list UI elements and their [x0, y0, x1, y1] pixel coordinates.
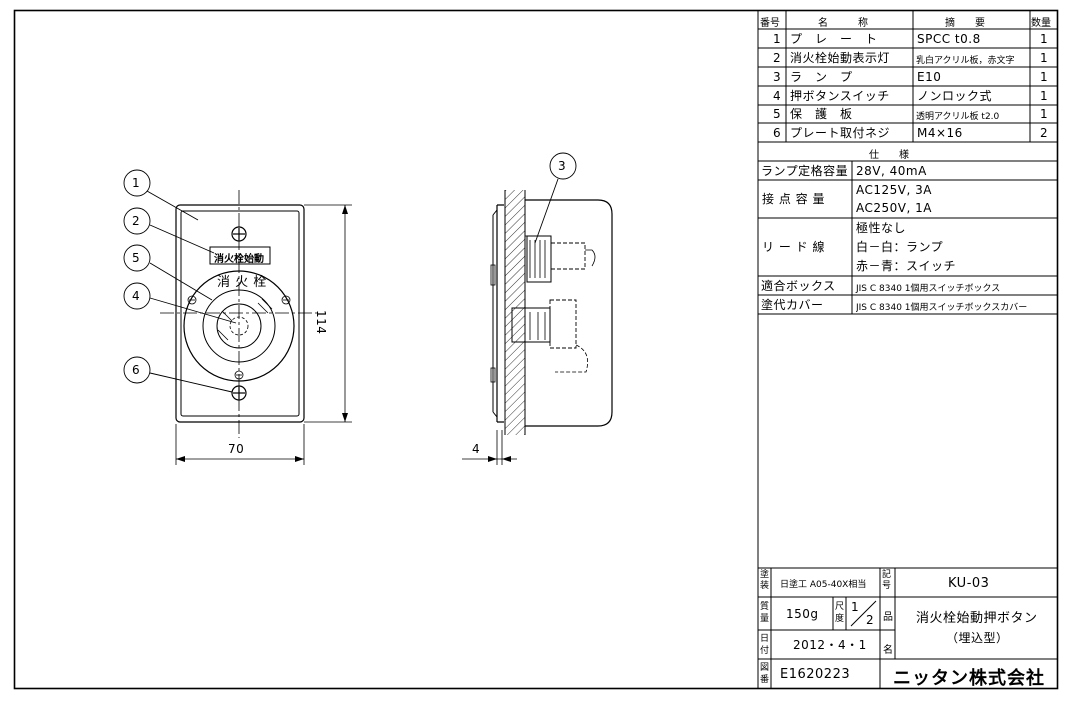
drawing-number: E1620223	[780, 667, 851, 682]
table-grid	[757, 10, 1057, 689]
lead-value-1: 極性なし	[856, 221, 907, 235]
mass-value: 150g	[786, 607, 819, 621]
scale-denominator: 2	[866, 613, 875, 627]
box-value: JIS C 8340 1個用スイッチボックス	[856, 284, 1001, 294]
row-5-qty: 1	[1040, 107, 1049, 121]
row-3-qty: 1	[1040, 70, 1049, 84]
box-label: 適合ボックス	[761, 279, 836, 293]
row-4-no: 4	[773, 89, 782, 103]
lamp-rating-label: ランプ定格容量	[761, 164, 849, 178]
company-logo: ニッタン株式会社	[893, 668, 1045, 689]
contact-value-2: AC250V, 1A	[856, 201, 932, 215]
contact-label: 接 点 容 量	[762, 192, 825, 206]
row-5-summary: 透明アクリル板 t2.0	[916, 112, 1000, 122]
callout-leaders	[123, 152, 577, 393]
row-5-name: 保 護 板	[790, 107, 853, 121]
name-label: 名	[883, 645, 893, 656]
dim-depth-label: 4	[472, 442, 481, 456]
product-label: 品	[883, 612, 893, 623]
lamp-rating-value: 28V, 40mA	[856, 164, 927, 178]
row-4-name: 押ボタンスイッチ	[790, 89, 890, 103]
header-no: 番号	[760, 18, 780, 29]
row-2-no: 2	[773, 51, 782, 65]
contact-value-1: AC125V, 3A	[856, 183, 932, 197]
row-3-summary: E10	[917, 70, 942, 84]
row-2-summary: 乳白アクリル板，赤文字	[916, 56, 1015, 66]
row-4-summary: ノンロック式	[917, 89, 993, 103]
row-4-qty: 1	[1040, 89, 1049, 103]
row-3-name: ラ ン プ	[790, 70, 853, 84]
row-1-qty: 1	[1040, 32, 1049, 46]
row-6-summary: M4×16	[917, 126, 963, 140]
row-2-qty: 1	[1040, 51, 1049, 65]
product-name-line-2: （埋込型）	[946, 631, 1009, 645]
date-label: 日付	[760, 634, 770, 656]
spec-title: 仕 様	[869, 150, 909, 161]
callout-5-label: 5	[132, 251, 141, 265]
row-5-no: 5	[773, 107, 782, 121]
row-6-no: 6	[773, 126, 782, 140]
dim-height-label: 114	[314, 310, 328, 335]
date-value: 2012・4・1	[793, 638, 867, 652]
indicator-plate-label: 消火栓始動	[214, 254, 264, 265]
ring-label: 消 火 栓	[217, 275, 267, 290]
model-number: KU-03	[948, 576, 990, 591]
header-summary: 摘 要	[945, 18, 985, 29]
row-1-name: プ レ ー ト	[790, 32, 878, 46]
lead-label: リ ー ド 線	[762, 240, 825, 254]
cover-value: JIS C 8340 1個用スイッチボックスカバー	[856, 303, 1028, 313]
header-qty: 数量	[1031, 18, 1051, 29]
scale-numerator: 1	[851, 600, 860, 614]
front-view	[160, 190, 318, 438]
product-name-line-1: 消火栓始動押ボタン	[916, 611, 1038, 626]
row-6-name: プレート取付ネジ	[790, 126, 891, 140]
scale-label: 尺度	[835, 602, 845, 624]
row-2-name: 消火栓始動表示灯	[790, 51, 891, 65]
side-view	[490, 190, 613, 435]
callout-1-label: 1	[132, 176, 141, 190]
callout-3-label: 3	[558, 159, 567, 173]
lead-value-2: 白－白：ランプ	[856, 240, 944, 254]
cover-label: 塗代カバー	[761, 298, 824, 312]
paint-label: 塗装	[760, 570, 770, 591]
dimension-arrows	[176, 205, 511, 462]
row-3-no: 3	[773, 70, 782, 84]
drawing-number-label: 図番	[760, 663, 770, 685]
row-1-summary: SPCC t0.8	[917, 32, 981, 46]
row-6-qty: 2	[1040, 126, 1049, 140]
paint-value: 日塗工 A05-40X相当	[780, 580, 867, 590]
callout-4-label: 4	[132, 289, 141, 303]
callout-6-label: 6	[132, 363, 141, 377]
header-name: 名 称	[818, 18, 868, 29]
dim-width-label: 70	[228, 442, 245, 456]
mass-label: 質量	[760, 602, 770, 624]
dimension-lines	[175, 204, 517, 465]
lead-value-3: 赤－青：スイッチ	[856, 259, 957, 273]
row-1-no: 1	[773, 32, 782, 46]
mark-label: 記号	[882, 570, 892, 591]
callout-2-label: 2	[132, 214, 141, 228]
